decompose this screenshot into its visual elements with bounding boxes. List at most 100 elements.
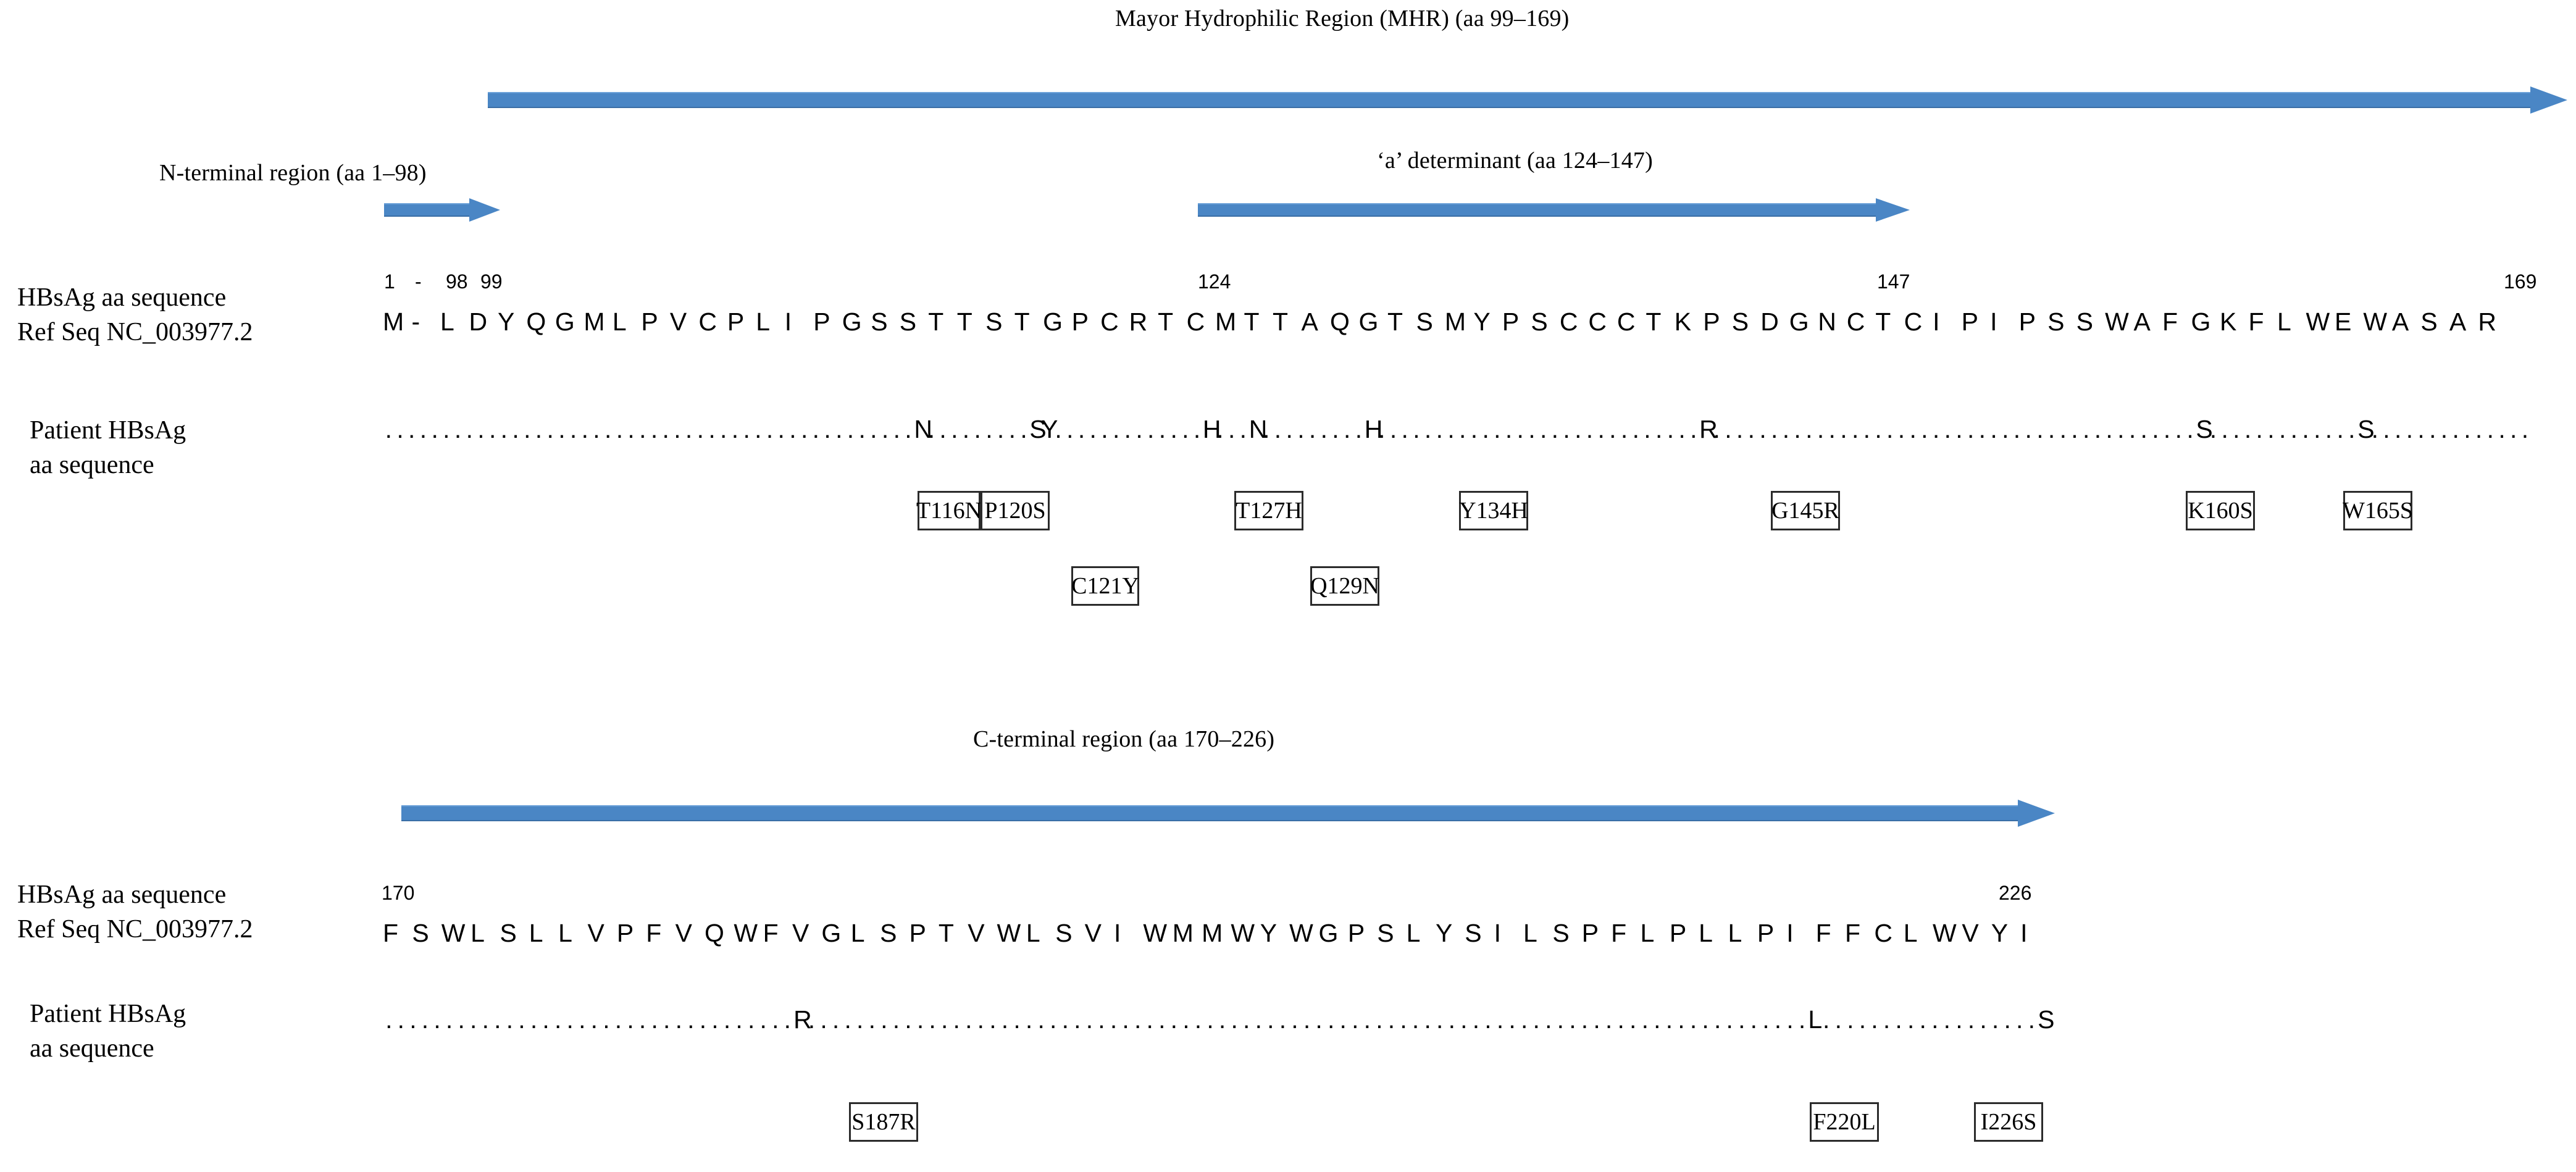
patient-residue: . — [929, 1005, 936, 1034]
patient-residue: . — [1008, 415, 1016, 443]
mutation-box[interactable]: F220L — [1810, 1102, 1879, 1142]
residue: G — [1318, 919, 1339, 947]
residue: P — [1071, 308, 1089, 336]
patient-residue: . — [1678, 415, 1686, 443]
patient-residue: . — [1158, 1005, 1166, 1034]
residue: L — [440, 308, 454, 336]
mutation-box[interactable]: K160S — [2186, 491, 2255, 530]
patient-residue: . — [1263, 415, 1270, 443]
residue: P — [1703, 308, 1720, 336]
residue: W — [997, 919, 1021, 947]
patient-residue: . — [1378, 415, 1386, 443]
patient-residue: . — [881, 415, 889, 443]
patient-residue: . — [868, 1005, 876, 1034]
patient-residue: . — [581, 415, 588, 443]
patient-residue: . — [1110, 1005, 1118, 1034]
ref-sequence-row-label-bottom: HBsAg aa sequence Ref Seq NC_003977.2 — [17, 878, 253, 947]
patient-residue: . — [1980, 1005, 1987, 1034]
patient-residue: . — [614, 1005, 622, 1034]
patient-residue: . — [1863, 415, 1871, 443]
patient-residue: . — [2429, 415, 2436, 443]
residue: Y — [1260, 919, 1278, 947]
residue: L — [756, 308, 771, 336]
patient-residue: . — [962, 415, 970, 443]
residue: C — [1904, 308, 1923, 336]
residue: T — [928, 308, 944, 336]
patient-residue: . — [1654, 1005, 1661, 1034]
cterminal-arrow-head — [2018, 800, 2055, 827]
patient-residue: . — [488, 415, 496, 443]
patient-residue: . — [824, 415, 831, 443]
patient-residue: . — [639, 415, 646, 443]
patient-residue: . — [1574, 415, 1582, 443]
mutation-box[interactable]: I226S — [1974, 1102, 2043, 1142]
residue: C — [1846, 308, 1865, 336]
patient-residue: . — [720, 415, 727, 443]
patient-residue: . — [482, 1005, 489, 1034]
patient-residue: . — [2186, 415, 2194, 443]
patient-residue: . — [772, 1005, 779, 1034]
patient-residue: . — [1771, 415, 1778, 443]
mutation-box[interactable]: T127H — [1234, 491, 1303, 530]
residue: P — [813, 308, 830, 336]
patient-residue: . — [1355, 415, 1363, 443]
patient-residue: . — [2083, 415, 2090, 443]
patient-residue: . — [2498, 415, 2506, 443]
mutation-box[interactable]: S187R — [849, 1102, 918, 1142]
patient-residue: . — [1581, 1005, 1589, 1034]
patient-residue: . — [546, 415, 554, 443]
residue: F — [1815, 919, 1831, 947]
residue: L — [850, 919, 865, 947]
mutation-box[interactable]: C121Y — [1071, 566, 1139, 606]
mutation-box[interactable]: Q129N — [1310, 566, 1379, 606]
patient-residue: . — [396, 415, 404, 443]
patient-residue: . — [1401, 415, 1408, 443]
patient-residue: . — [1883, 1005, 1891, 1034]
patient-residue: . — [1508, 1005, 1516, 1034]
patient-residue: . — [1448, 1005, 1455, 1034]
mutation-box[interactable]: Y134H — [1459, 491, 1528, 530]
patient-residue: . — [2336, 415, 2344, 443]
ref-sequence-label-line2: Ref Seq NC_003977.2 — [17, 317, 253, 346]
residue: T — [1875, 308, 1891, 336]
nterminal-arrow-head — [469, 198, 500, 222]
patient-residue: . — [2325, 415, 2333, 443]
residue: L — [1026, 919, 1040, 947]
patient-residue: . — [1909, 415, 1917, 443]
patient-residue: . — [2521, 415, 2529, 443]
patient-residue: . — [2486, 415, 2494, 443]
residue: W — [1231, 919, 1255, 947]
mutation-box[interactable]: G145R — [1771, 491, 1840, 530]
patient-sequence-row-label-bottom: Patient HBsAg aa sequence — [30, 997, 186, 1066]
patient-residue: . — [2440, 415, 2448, 443]
mutation-box[interactable]: W165S — [2343, 491, 2413, 530]
patient-residue: L — [1808, 1005, 1823, 1034]
residue: V — [1962, 919, 1979, 947]
mutation-box[interactable]: P120S — [981, 491, 1050, 530]
patient-residue: H — [1364, 415, 1383, 443]
residue: P — [1669, 919, 1687, 947]
patient-residue: . — [535, 415, 543, 443]
residue: V — [792, 919, 809, 947]
mhr-arrow-head — [2530, 86, 2567, 114]
residue: T — [1158, 308, 1174, 336]
patient-residue: . — [604, 415, 612, 443]
patient-residue: . — [1655, 415, 1663, 443]
residue: W — [2105, 308, 2129, 336]
patient-residue: . — [1352, 1005, 1359, 1034]
patient-residue: . — [1726, 1005, 1733, 1034]
patient-sequence-top: ........................................… — [383, 415, 2532, 444]
residue: F — [763, 919, 779, 947]
residue: T — [1387, 308, 1403, 336]
patient-residue: . — [916, 1005, 924, 1034]
patient-residue: . — [443, 415, 450, 443]
patient-residue: . — [2013, 415, 2021, 443]
residue: Y — [497, 308, 515, 336]
patient-sequence-label-bottom-line2: aa sequence — [30, 1034, 154, 1063]
residue: S — [1055, 919, 1073, 947]
mutation-box[interactable]: T116N — [916, 491, 982, 530]
patient-residue: . — [1170, 1005, 1178, 1034]
patient-residue: . — [512, 415, 519, 443]
patient-residue: . — [1146, 1005, 1153, 1034]
residue: M — [383, 308, 404, 336]
